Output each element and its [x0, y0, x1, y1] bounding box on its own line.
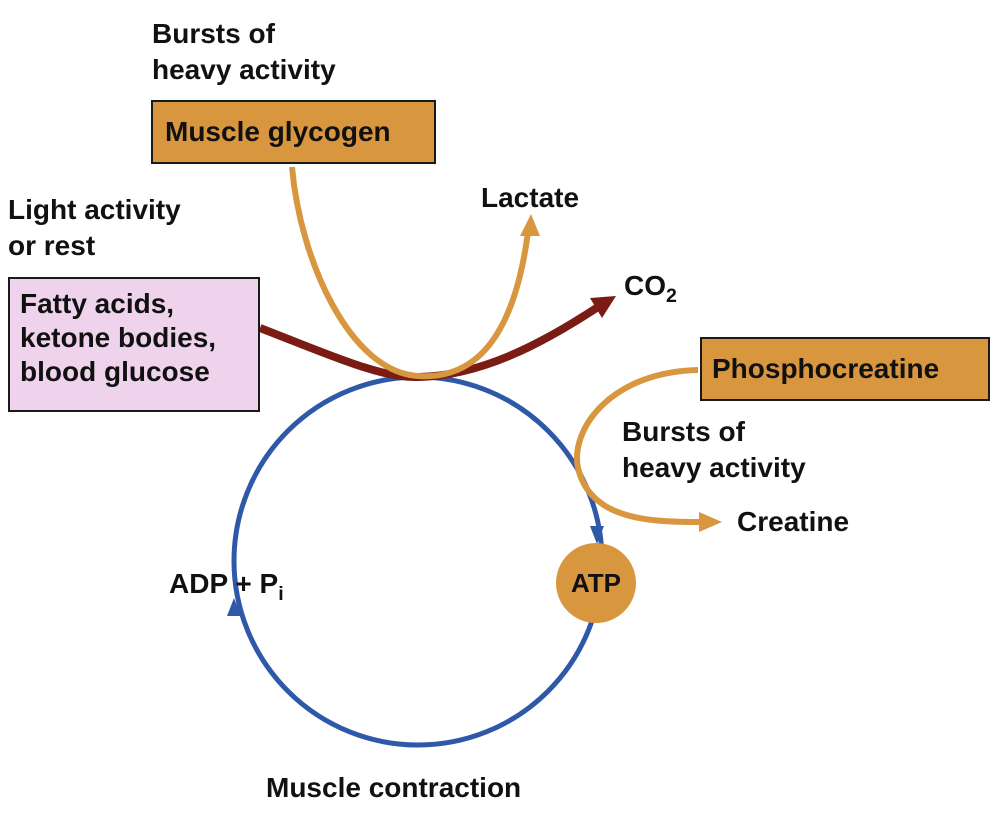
light-activity-line2: or rest — [8, 230, 96, 261]
adp-pi-label: ADP + Pi — [169, 566, 284, 605]
atp-node: ATP — [556, 543, 636, 623]
right-bursts-label: Bursts of heavy activity — [622, 414, 806, 486]
phosphocreatine-box: Phosphocreatine — [700, 337, 990, 401]
phosphocreatine-to-creatine-arrow — [574, 367, 701, 525]
top-bursts-label: Bursts of heavy activity — [152, 16, 336, 88]
atp-label: ATP — [570, 567, 622, 598]
right-bursts-line1: Bursts of — [622, 416, 745, 447]
co2-base: CO — [624, 270, 666, 301]
top-bursts-line2: heavy activity — [152, 54, 336, 85]
creatine-arrowhead — [699, 512, 722, 532]
cycle-arrowhead-left — [227, 598, 241, 616]
light-activity-label: Light activity or rest — [8, 192, 181, 264]
lactate-label: Lactate — [481, 182, 580, 213]
top-bursts-line1: Bursts of — [152, 18, 275, 49]
adp-base: ADP + P — [169, 568, 279, 599]
atp-cycle-circle — [231, 374, 605, 748]
pi-subscript: i — [278, 582, 284, 605]
creatine-label: Creatine — [737, 506, 850, 537]
fuel-to-co2-arrow — [258, 303, 601, 382]
co2-arrowhead — [590, 296, 616, 318]
muscle-contraction-label: Muscle contraction — [266, 772, 522, 803]
lactate-arrowhead — [520, 214, 540, 236]
co2-subscript: 2 — [666, 284, 677, 307]
co2-label: CO2 — [624, 268, 677, 307]
muscle-glycogen-box: Muscle glycogen — [151, 100, 436, 164]
muscle-glycogen-label: Muscle glycogen — [165, 116, 391, 147]
phosphocreatine-label: Phosphocreatine — [712, 353, 940, 384]
glycogen-to-lactate-arrow — [289, 166, 531, 380]
fuel-sources-box: Fatty acids, ketone bodies, blood glucos… — [8, 277, 260, 412]
light-activity-line1: Light activity — [8, 194, 181, 225]
cycle-arrowhead-right — [590, 526, 604, 544]
fuel-line3: blood glucose — [20, 356, 210, 387]
fuel-line1: Fatty acids, — [20, 288, 175, 319]
right-bursts-line2: heavy activity — [622, 452, 806, 483]
fuel-line2: ketone bodies, — [20, 322, 217, 353]
